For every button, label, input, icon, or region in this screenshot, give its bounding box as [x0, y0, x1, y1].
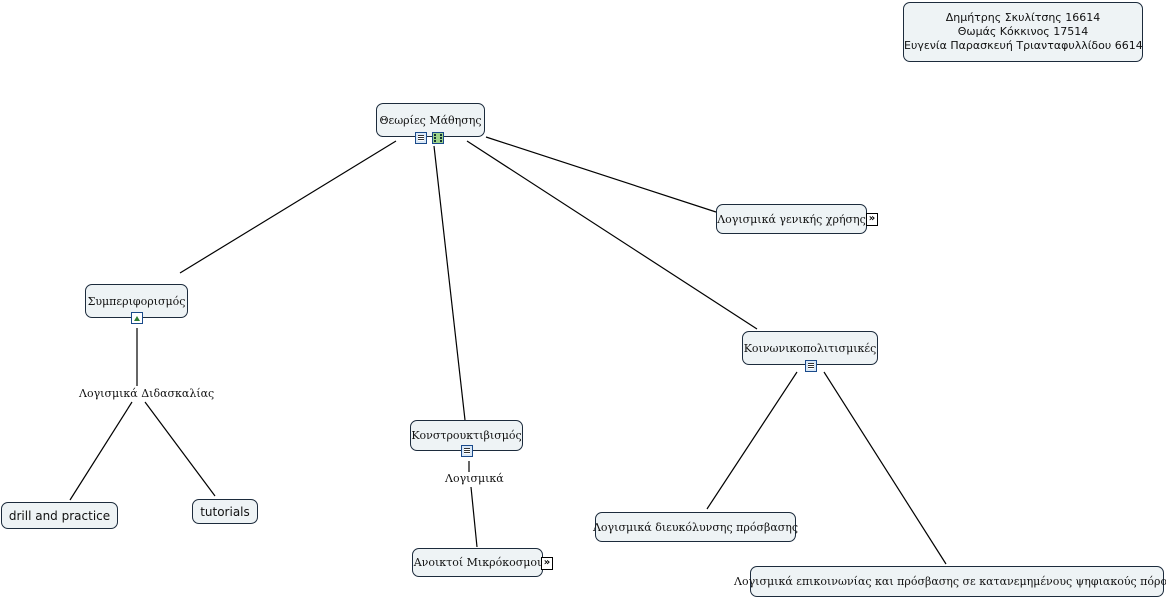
- connector-theories-sociocultural: [466, 140, 758, 330]
- node-access-software[interactable]: Λογισμικά διευκόλυνσης πρόσβασης: [592, 512, 799, 542]
- connector-sociocultural-distributed: [823, 371, 947, 565]
- authors-box: Δημήτρης Σκυλίτσης 16614 Θωμάς Κόκκινος …: [903, 2, 1143, 62]
- node-theories[interactable]: Θεωρίες Μάθησης: [376, 103, 485, 137]
- node-theories-label: Θεωρίες Μάθησης: [379, 113, 482, 127]
- node-sociocultural-label: Κοινωνικοπολιτισμικές: [743, 341, 877, 355]
- node-behaviorism-label: Συμπεριφορισμός: [87, 294, 186, 308]
- document-icon[interactable]: [461, 445, 473, 457]
- author-line-2: Θωμάς Κόκκινος 17514: [957, 25, 1089, 38]
- link-label-software: Λογισμικά: [444, 472, 505, 485]
- link-label-teaching-software: Λογισμικά Διδασκαλίας: [78, 387, 216, 400]
- connector-theories-general: [485, 136, 717, 213]
- node-drill-and-practice[interactable]: drill and practice: [1, 502, 118, 529]
- node-constructivism-label: Κονστρουκτιβισμός: [411, 429, 522, 442]
- author-line-3: Ευγενία Παρασκευή Τριανταφυλλίδου 6614: [904, 39, 1143, 52]
- video-icon[interactable]: [432, 132, 444, 144]
- node-access-software-label: Λογισμικά διευκόλυνσης πρόσβασης: [592, 520, 799, 534]
- document-icon[interactable]: [805, 360, 817, 372]
- node-microworlds-label: Ανοικτοί Μικρόκοσμοι: [413, 556, 542, 569]
- node-drill-label: drill and practice: [8, 508, 111, 523]
- connector-label-drill: [69, 401, 133, 501]
- connector-theories-constructivism: [433, 145, 466, 421]
- image-icon[interactable]: [131, 312, 143, 324]
- connector-theories-behaviorism: [179, 140, 397, 274]
- node-distributed-software[interactable]: Λογισμικά επικοινωνίας και πρόσβασης σε …: [734, 566, 1166, 597]
- expand-arrow-icon[interactable]: »: [541, 557, 553, 570]
- node-tutorials-label: tutorials: [200, 504, 250, 519]
- node-distributed-software-label: Λογισμικά επικοινωνίας και πρόσβασης σε …: [734, 575, 1166, 588]
- connector-label-tutorials: [144, 401, 216, 497]
- node-tutorials[interactable]: tutorials: [192, 499, 258, 524]
- node-general-software-label: Λογισμικά γενικής χρήσης: [717, 212, 866, 226]
- connector-sociocultural-access: [706, 371, 798, 510]
- node-microworlds[interactable]: Ανοικτοί Μικρόκοσμοι: [412, 548, 543, 577]
- node-general-software[interactable]: Λογισμικά γενικής χρήσης: [716, 204, 867, 234]
- author-line-1: Δημήτρης Σκυλίτσης 16614: [945, 11, 1101, 24]
- connector-label-microworlds: [470, 486, 478, 548]
- document-icon[interactable]: [415, 132, 427, 144]
- node-sociocultural[interactable]: Κοινωνικοπολιτισμικές: [742, 331, 878, 365]
- expand-arrow-icon[interactable]: »: [866, 213, 878, 226]
